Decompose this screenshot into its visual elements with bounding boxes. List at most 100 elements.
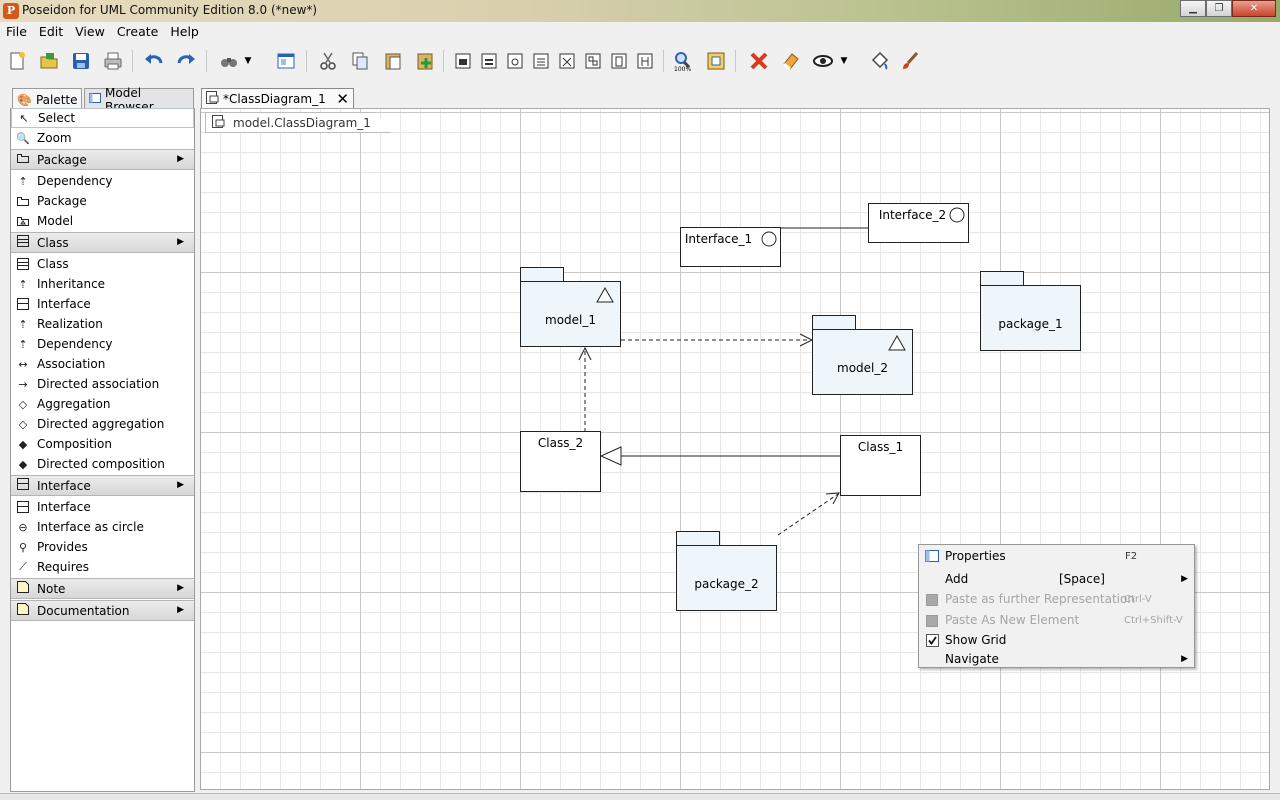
close-tab-icon[interactable]: ✕ <box>336 90 349 108</box>
association-icon: ↔ <box>18 357 28 371</box>
paste-new-icon[interactable] <box>414 50 436 72</box>
zoom-100-icon[interactable]: 100% <box>672 50 694 72</box>
menu-create[interactable]: Create <box>116 24 159 39</box>
align-3-icon[interactable] <box>504 50 526 72</box>
palette-item-directed-association[interactable]: →Directed association <box>11 374 194 394</box>
context-menu-navigate[interactable]: Navigate ▶ <box>919 649 1194 669</box>
diagram-canvas[interactable] <box>200 108 1270 790</box>
palette-item-label: Interface <box>37 297 91 311</box>
open-project-icon[interactable] <box>38 50 60 72</box>
model-browser-icon <box>89 92 101 107</box>
align-1-icon[interactable] <box>452 50 474 72</box>
align-8-icon[interactable] <box>634 50 656 72</box>
context-menu-paste-representation[interactable]: Paste as further Representation Ctrl-V <box>919 589 1194 609</box>
redo-icon[interactable] <box>175 50 197 72</box>
palette-item-class[interactable]: Class <box>11 254 194 274</box>
copy-icon[interactable] <box>349 50 371 72</box>
eraser-icon[interactable] <box>780 50 802 72</box>
palette-item-inheritance[interactable]: ⇡Inheritance <box>11 274 194 294</box>
palette-item-dependency[interactable]: ⇡Dependency <box>11 171 194 191</box>
palette-group-interface[interactable]: Interface▶ <box>11 475 194 496</box>
layout-icon[interactable] <box>275 50 297 72</box>
cut-icon[interactable] <box>317 50 339 72</box>
brush-icon[interactable] <box>899 50 921 72</box>
interface-1-node[interactable]: Interface_1 <box>680 227 781 267</box>
checkbox-checked-icon[interactable] <box>925 633 939 647</box>
class-1-node[interactable]: Class_1 <box>840 435 921 496</box>
palette-group-package[interactable]: Package▶ <box>11 149 194 170</box>
tab-model-browser[interactable]: Model Browser <box>84 86 194 114</box>
undo-icon[interactable] <box>143 50 165 72</box>
composition-icon: ◆ <box>18 437 28 451</box>
palette-item-provides[interactable]: ⚲Provides <box>11 537 194 557</box>
palette-item-interface[interactable]: Interface <box>11 497 194 517</box>
palette-item-directed-aggregation[interactable]: ◇Directed aggregation <box>11 414 194 434</box>
palette-item-composition[interactable]: ◆ Composition <box>11 434 194 454</box>
palette-item-interface-circle[interactable]: ⊖Interface as circle <box>11 517 194 537</box>
palette-group-class[interactable]: Class▶ <box>11 232 194 253</box>
package-2-node[interactable]: package_2 <box>676 531 777 612</box>
palette-group-class-label: Class <box>37 235 69 250</box>
minimize-button[interactable]: ▁ <box>1180 0 1206 17</box>
palette-item-requires[interactable]: ⟋Requires <box>11 557 194 577</box>
dependency-icon: ⇡ <box>18 337 28 351</box>
menu-file[interactable]: File <box>6 24 27 39</box>
new-project-icon[interactable] <box>6 50 28 72</box>
model-1-node[interactable]: model_1 <box>520 267 621 348</box>
palette-item-interface[interactable]: Interface <box>11 294 194 314</box>
context-menu-properties[interactable]: Properties F2 <box>919 546 1194 566</box>
class-2-node[interactable]: Class_2 <box>520 431 601 492</box>
palette-item-model[interactable]: Model <box>11 211 194 231</box>
visibility-dropdown-icon[interactable]: ▼ <box>840 56 848 66</box>
menu-help[interactable]: Help <box>170 24 199 39</box>
context-menu-add[interactable]: Add [Space] ▶ <box>919 569 1194 589</box>
menu-view[interactable]: View <box>75 24 105 39</box>
context-menu-paste-new[interactable]: Paste As New Element Ctrl+Shift-V <box>919 610 1194 630</box>
delete-icon[interactable] <box>748 50 770 72</box>
align-4-icon[interactable] <box>530 50 552 72</box>
palette-group-documentation-label: Documentation <box>37 603 130 618</box>
palette-item-label: Model <box>37 214 74 228</box>
print-icon[interactable] <box>102 50 124 72</box>
paste-icon[interactable] <box>382 50 404 72</box>
palette-item-realization[interactable]: ⇡Realization <box>11 314 194 334</box>
palette-select[interactable]: ↖Select <box>11 108 194 128</box>
palette-zoom[interactable]: 🔍Zoom <box>11 128 194 148</box>
palette-item-aggregation[interactable]: ◇Aggregation <box>11 394 194 414</box>
model-2-node[interactable]: model_2 <box>812 315 913 396</box>
palette-item-directed-composition[interactable]: ◆Directed composition <box>11 454 194 474</box>
align-6-icon[interactable] <box>582 50 604 72</box>
properties-icon <box>925 549 939 563</box>
package-1-node[interactable]: package_1 <box>980 271 1081 352</box>
align-2-icon[interactable] <box>478 50 500 72</box>
paint-bucket-icon[interactable] <box>868 50 890 72</box>
palette-item-dependency[interactable]: ⇡Dependency <box>11 334 194 354</box>
pointer-icon: ↖ <box>19 111 29 125</box>
menu-edit[interactable]: Edit <box>38 24 64 39</box>
dropdown-arrow-icon[interactable]: ▼ <box>244 56 252 66</box>
palette-item-label: Composition <box>37 437 112 451</box>
align-7-icon[interactable] <box>608 50 630 72</box>
binoculars-icon[interactable] <box>218 50 240 72</box>
maximize-button[interactable]: ❐ <box>1206 0 1232 17</box>
palette-item-package[interactable]: Package <box>11 191 194 211</box>
expand-arrow-icon: ▶ <box>177 583 184 593</box>
interface-2-node[interactable]: Interface_2 <box>868 203 969 243</box>
left-panel <box>10 86 195 792</box>
fit-to-window-icon[interactable] <box>705 50 727 72</box>
save-icon[interactable] <box>70 50 92 72</box>
context-menu-show-grid[interactable]: Show Grid <box>919 630 1194 650</box>
align-5-icon[interactable] <box>556 50 578 72</box>
close-window-button[interactable]: ✕ <box>1232 0 1276 17</box>
palette-group-note[interactable]: Note▶ <box>11 578 194 599</box>
palette-item-association[interactable]: ↔Association <box>11 354 194 374</box>
palette-item-label: Aggregation <box>37 397 111 411</box>
package-tab <box>812 315 856 330</box>
palette-item-label: Directed composition <box>37 457 165 471</box>
tab-palette[interactable]: 🎨 Palette <box>12 88 82 108</box>
visibility-eye-icon[interactable] <box>812 50 834 72</box>
tab-palette-label: Palette <box>35 92 78 107</box>
palette-item-label: Requires <box>37 560 90 574</box>
tab-classdiagram-1[interactable]: *ClassDiagram_1 ✕ <box>201 88 354 109</box>
palette-group-documentation[interactable]: Documentation▶ <box>11 600 194 621</box>
